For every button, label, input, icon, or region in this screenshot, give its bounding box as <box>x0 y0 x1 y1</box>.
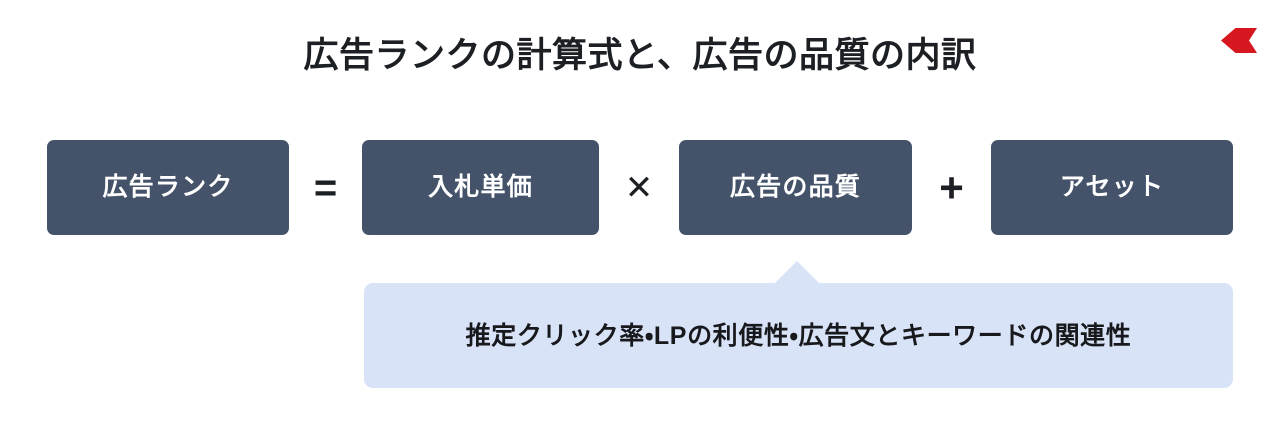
plus-operator: + <box>939 163 964 211</box>
term-box-ad-quality: 広告の品質 <box>679 140 912 235</box>
term-box-asset: アセット <box>991 140 1233 235</box>
term-label-ad-rank: 広告ランク <box>102 173 234 201</box>
callout-pointer-icon <box>774 261 820 284</box>
callout-text: 推定クリック率・LPの利便性・広告文とキーワードの関連性 <box>465 321 1132 350</box>
multiply-operator: ✕ <box>624 168 654 207</box>
page-title: 広告ランクの計算式と、広告の品質の内訳 <box>303 36 977 75</box>
formula-row: 広告ランク = 入札単価 ✕ 広告の品質 + アセット <box>47 140 1233 235</box>
term-label-bid-price: 入札単価 <box>428 173 533 201</box>
equals-operator: = <box>313 165 338 210</box>
term-label-asset: アセット <box>1059 173 1165 201</box>
term-box-ad-rank: 広告ランク <box>47 140 289 235</box>
ad-quality-breakdown-callout: 推定クリック率・LPの利便性・広告文とキーワードの関連性 <box>364 283 1233 388</box>
term-box-bid-price: 入札単価 <box>362 140 599 235</box>
red-chevron-logo-icon <box>1213 26 1263 68</box>
term-label-ad-quality: 広告の品質 <box>729 173 861 201</box>
